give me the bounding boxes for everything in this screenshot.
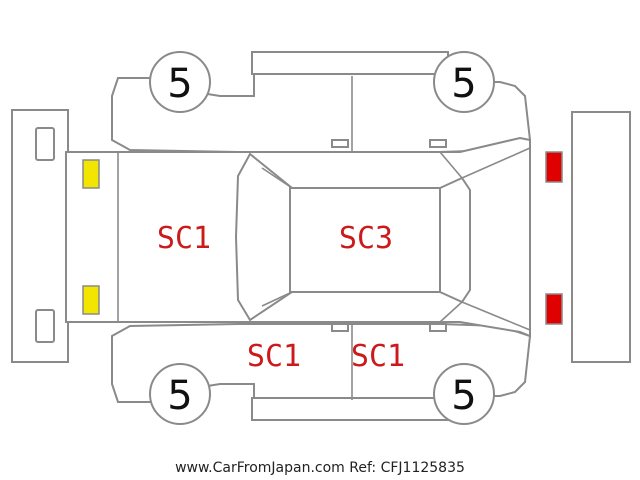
tire-rear-right-value: 5 [451, 373, 476, 419]
body-side-bottom [111, 323, 532, 421]
rear-light-bottom [545, 293, 563, 325]
damage-code-hood: SC1 [157, 221, 211, 256]
body-top-view [65, 136, 531, 338]
damage-code-roof: SC3 [339, 221, 393, 256]
rear-light-top [545, 151, 563, 183]
front-bumper [11, 109, 69, 363]
tire-front-left-value: 5 [167, 61, 192, 107]
footer-reference: www.CarFromJapan.com Ref: CFJ1125835 [175, 460, 465, 476]
tire-front-right: 5 [149, 363, 211, 425]
front-light-bottom [82, 285, 100, 315]
tire-rear-right: 5 [433, 363, 495, 425]
front-light-top [82, 159, 100, 189]
damage-code-front-door: SC1 [247, 339, 301, 374]
tire-rear-left-value: 5 [451, 61, 476, 107]
tire-rear-left: 5 [433, 51, 495, 113]
tire-front-left: 5 [149, 51, 211, 113]
tire-front-right-value: 5 [167, 373, 192, 419]
rear-bumper [571, 111, 631, 363]
damage-code-rear-door: SC1 [351, 339, 405, 374]
